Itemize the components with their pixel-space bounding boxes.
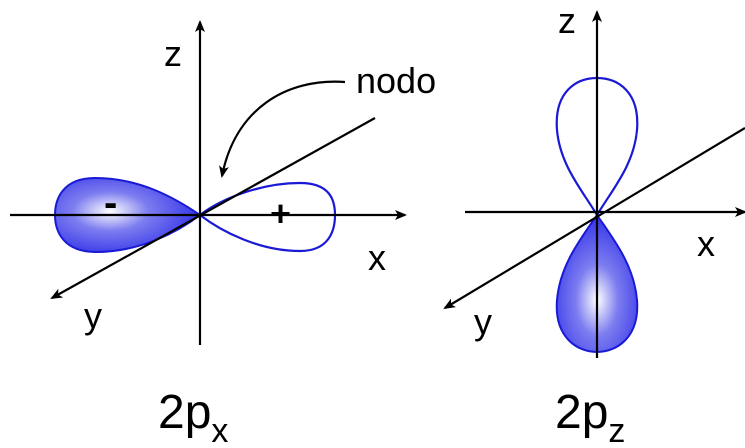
- y-axis: [50, 117, 376, 299]
- orbital-2pz-diagram: z x y 2pz: [443, 0, 745, 448]
- negative-sign: -: [104, 181, 117, 225]
- positive-lobe: [198, 181, 337, 253]
- x-axis-label: x: [697, 223, 715, 264]
- caption-base: 2p: [555, 386, 608, 439]
- y-axis: [443, 127, 745, 310]
- orbital-2px-caption: 2px: [158, 386, 228, 448]
- z-axis-label: z: [164, 33, 182, 74]
- y-axis-label: y: [84, 295, 102, 336]
- x-axis-label: x: [368, 237, 386, 278]
- node-pointer-arrow: [219, 80, 346, 178]
- caption-subscript: x: [211, 412, 228, 448]
- caption-subscript: z: [608, 412, 625, 448]
- z-axis-label: z: [558, 0, 576, 41]
- caption-base: 2p: [158, 386, 211, 439]
- orbital-2pz-caption: 2pz: [555, 386, 625, 448]
- orbital-2px-diagram: z x y nodo - + 2px: [10, 20, 436, 448]
- node-annotation-label: nodo: [356, 60, 436, 101]
- y-axis-label: y: [474, 301, 492, 342]
- positive-sign: +: [270, 193, 291, 234]
